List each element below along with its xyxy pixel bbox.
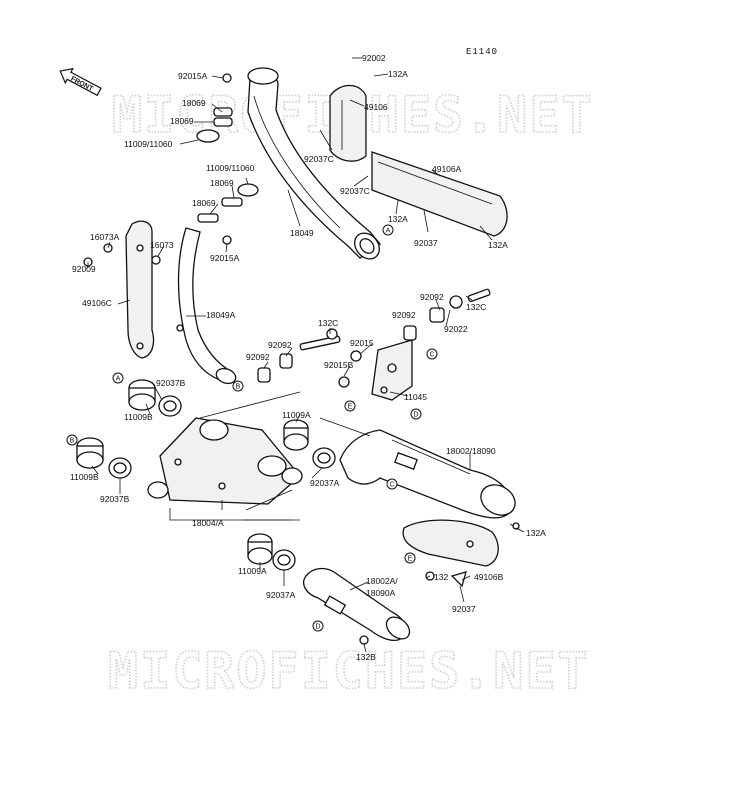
heat-shield-49106B (402, 519, 521, 588)
label-92037-2: 92037 (452, 604, 476, 614)
label-11009A-1: 11009A (282, 410, 311, 420)
label-11009A-2: 11009A (238, 566, 267, 576)
label-92037B-2: 92037B (100, 494, 130, 504)
ref-circle-E-1: E (344, 400, 356, 412)
label-92037B-1: 92037B (156, 378, 186, 388)
clamp-92037B-1 (158, 395, 182, 417)
svg-text:A: A (386, 228, 391, 235)
label-92037A-2: 92037A (266, 590, 296, 600)
label-18049A: 18049A (206, 310, 236, 320)
label-92092-1: 92092 (420, 292, 444, 302)
front-arrow-icon: FRONT (59, 67, 102, 97)
clamp-18069-upper (196, 73, 233, 143)
svg-text:E: E (408, 556, 413, 563)
clamp-92037A-1 (312, 447, 336, 469)
label-18069-3: 18069 (210, 178, 234, 188)
gasket-11009A-1 (283, 419, 309, 451)
label-18069-2: 18069 (170, 116, 194, 126)
bracket-11045 (371, 339, 413, 401)
muffler-18002-18090 (319, 417, 516, 519)
label-92037A-1: 92037A (310, 478, 340, 488)
svg-text:C: C (389, 482, 394, 489)
label-18002A: 18002A/ (366, 576, 398, 586)
ref-circle-D-2: D (312, 620, 324, 632)
ref-circle-A-1: A (382, 224, 394, 236)
label-132C-2: 132C (318, 318, 338, 328)
label-18090A: 18090A (366, 588, 396, 598)
ref-circle-C-1: C (426, 348, 438, 360)
label-18002-18090: 18002/18090 (446, 446, 496, 456)
label-49106A: 49106A (432, 164, 462, 174)
label-92092-2: 92092 (392, 310, 416, 320)
ref-circle-B-2: B (66, 434, 78, 446)
label-18049: 18049 (290, 228, 314, 238)
label-18069-1: 18069 (182, 98, 206, 108)
leader-lines (87, 57, 525, 653)
label-92092-4: 92092 (246, 352, 270, 362)
label-11009B-1: 11009B (124, 412, 153, 422)
label-11009B-2: 11009B (70, 472, 99, 482)
heat-shield-49106 (329, 84, 367, 162)
label-16073A: 16073A (90, 232, 120, 242)
label-132A-1: 132A (388, 69, 408, 79)
label-18004A: 18004/A (192, 518, 224, 528)
label-92092-3: 92092 (268, 340, 292, 350)
ref-circle-D-1: D (410, 408, 422, 420)
label-49106C: 49106C (82, 298, 112, 308)
label-92022: 92022 (444, 324, 468, 334)
label-92015A-1: 92015A (178, 71, 208, 81)
ref-circle-E-2: E (404, 552, 416, 564)
watermark-bottom: MICROFICHES.NET (108, 642, 590, 700)
clamp-92037A-2 (272, 549, 296, 571)
bushings-92092 (257, 288, 491, 388)
label-16073: 16073 (150, 240, 174, 250)
label-92037C-2: 92037C (340, 186, 370, 196)
ref-circle-A-2: A (112, 372, 124, 384)
ref-circle-B-1: B (232, 380, 244, 392)
label-49106B: 49106B (474, 572, 504, 582)
gasket-11009B-1 (128, 379, 156, 411)
heat-shield-49106C (125, 220, 155, 359)
chamber-18004A (147, 417, 303, 505)
clamp-18069-lower (197, 183, 259, 245)
gasket-11009B-2 (76, 437, 104, 469)
label-92002: 92002 (362, 53, 386, 63)
diagram-code: E1140 (466, 47, 498, 57)
label-18069-4: 18069 (192, 198, 216, 208)
label-49106: 49106 (364, 102, 388, 112)
svg-text:E: E (348, 404, 353, 411)
ref-circle-C-2: C (386, 478, 398, 490)
svg-text:D: D (315, 624, 320, 631)
exhaust-pipe-18049A (176, 227, 237, 385)
heat-shield-49106A (371, 151, 508, 237)
svg-text:D: D (413, 412, 418, 419)
bolt-132C-center (299, 328, 341, 351)
label-132A-4: 132A (526, 528, 546, 538)
label-92037-1: 92037 (414, 238, 438, 248)
svg-text:A: A (116, 376, 121, 383)
label-132A-3: 132A (488, 240, 508, 250)
label-132: 132 (434, 572, 448, 582)
exhaust-pipe-18049 (247, 67, 381, 260)
label-132A-2: 132A (388, 214, 408, 224)
label-11009-11060-1: 11009/11060 (124, 139, 173, 149)
label-92015A-2: 92015A (210, 253, 240, 263)
label-92015: 92015 (350, 338, 374, 348)
label-11009-11060-2: 11009/11060 (206, 163, 255, 173)
svg-text:C: C (429, 352, 434, 359)
clamp-92037B-2 (108, 457, 132, 479)
svg-text:B: B (236, 384, 241, 391)
label-11045: 11045 (404, 392, 427, 402)
label-92009: 92009 (72, 264, 96, 274)
label-132B: 132B (356, 652, 376, 662)
label-92037C-1: 92037C (304, 154, 334, 164)
label-132C-1: 132C (466, 302, 486, 312)
gasket-11009A-2 (247, 533, 273, 565)
svg-text:B: B (70, 438, 75, 445)
label-92015B: 92015B (324, 360, 354, 370)
